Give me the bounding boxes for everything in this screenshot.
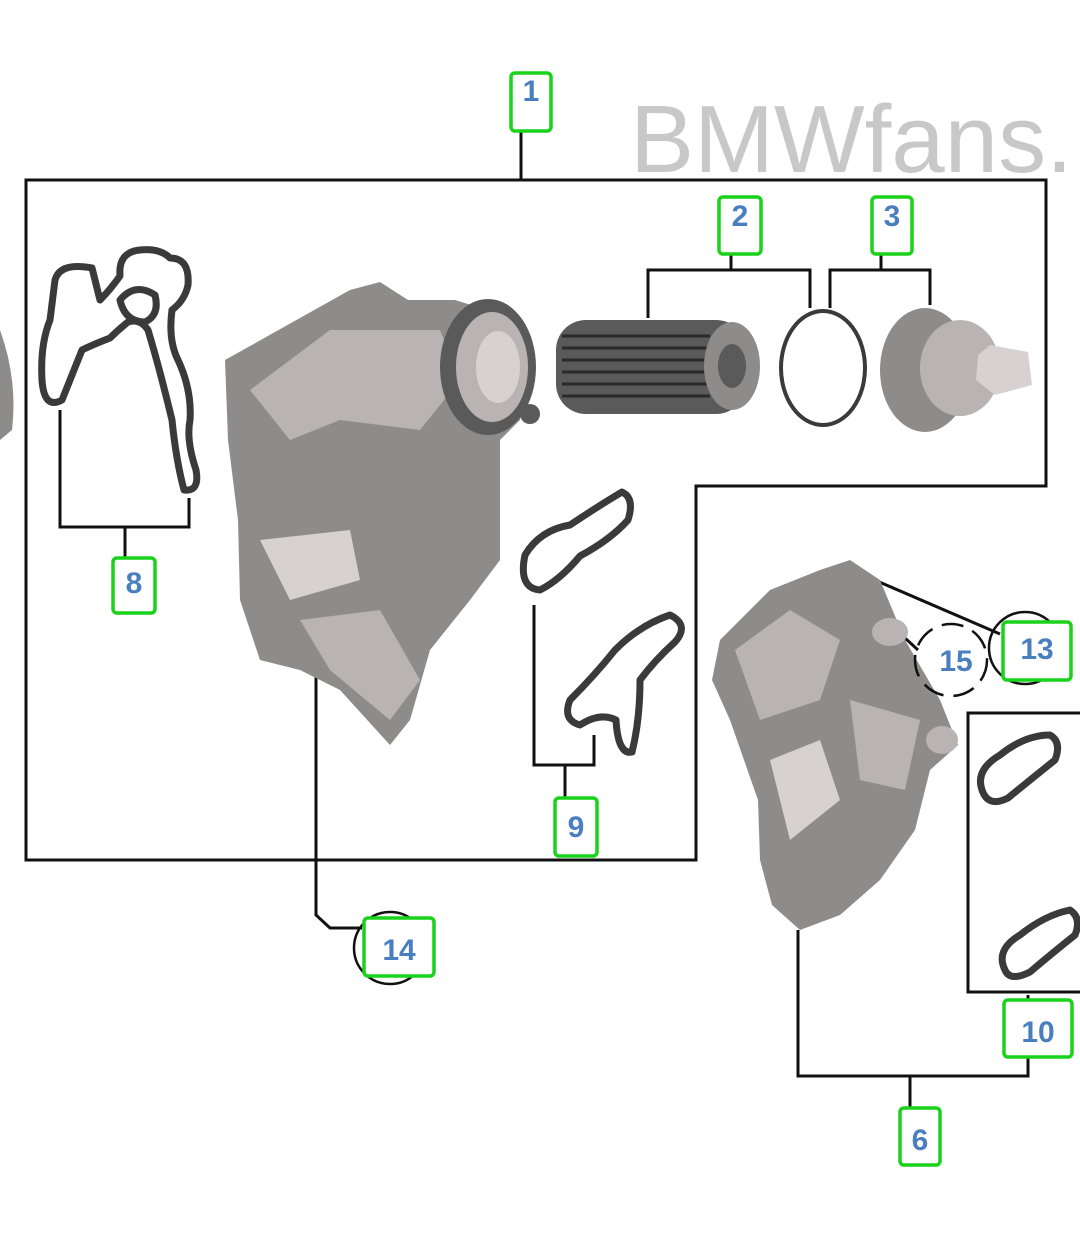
edge-part	[0, 330, 14, 440]
filter-cap	[880, 308, 1032, 432]
filter-element	[556, 320, 760, 414]
callout-label-15: 15	[939, 645, 972, 678]
callout-circle-15	[913, 622, 989, 698]
gasket-9	[519, 488, 685, 756]
gasket-set-frame	[966, 711, 1080, 994]
assembly-frame	[24, 178, 1048, 862]
gasket-8	[38, 246, 201, 494]
callout-10: 10	[1002, 998, 1074, 1059]
callout-label-10: 10	[1021, 1016, 1054, 1049]
callout-label-3: 3	[884, 200, 901, 233]
watermark-text: BMWfans.	[630, 86, 1073, 193]
callout-6: 6	[898, 1106, 942, 1167]
callout-label-14: 14	[382, 934, 416, 967]
callout-8: 8	[111, 556, 157, 615]
callout-label-1: 1	[523, 75, 540, 108]
o-ring	[779, 309, 867, 427]
callout-label-2: 2	[732, 200, 749, 233]
oil-cooler-housing	[712, 560, 958, 930]
callout-1: 1	[509, 71, 553, 133]
callout-label-8: 8	[126, 567, 143, 600]
leader-lines	[58, 131, 1030, 1108]
callout-3: 3	[870, 195, 914, 256]
callout-13: 13	[1001, 620, 1073, 682]
callout-9: 9	[553, 796, 599, 858]
oil-filter-housing	[225, 282, 540, 745]
callout-label-9: 9	[568, 811, 585, 844]
callout-2: 2	[717, 195, 763, 256]
callout-14: 14	[362, 916, 436, 978]
gasket-10	[977, 731, 1080, 980]
callout-label-13: 13	[1020, 633, 1053, 666]
callout-label-6: 6	[912, 1124, 929, 1157]
